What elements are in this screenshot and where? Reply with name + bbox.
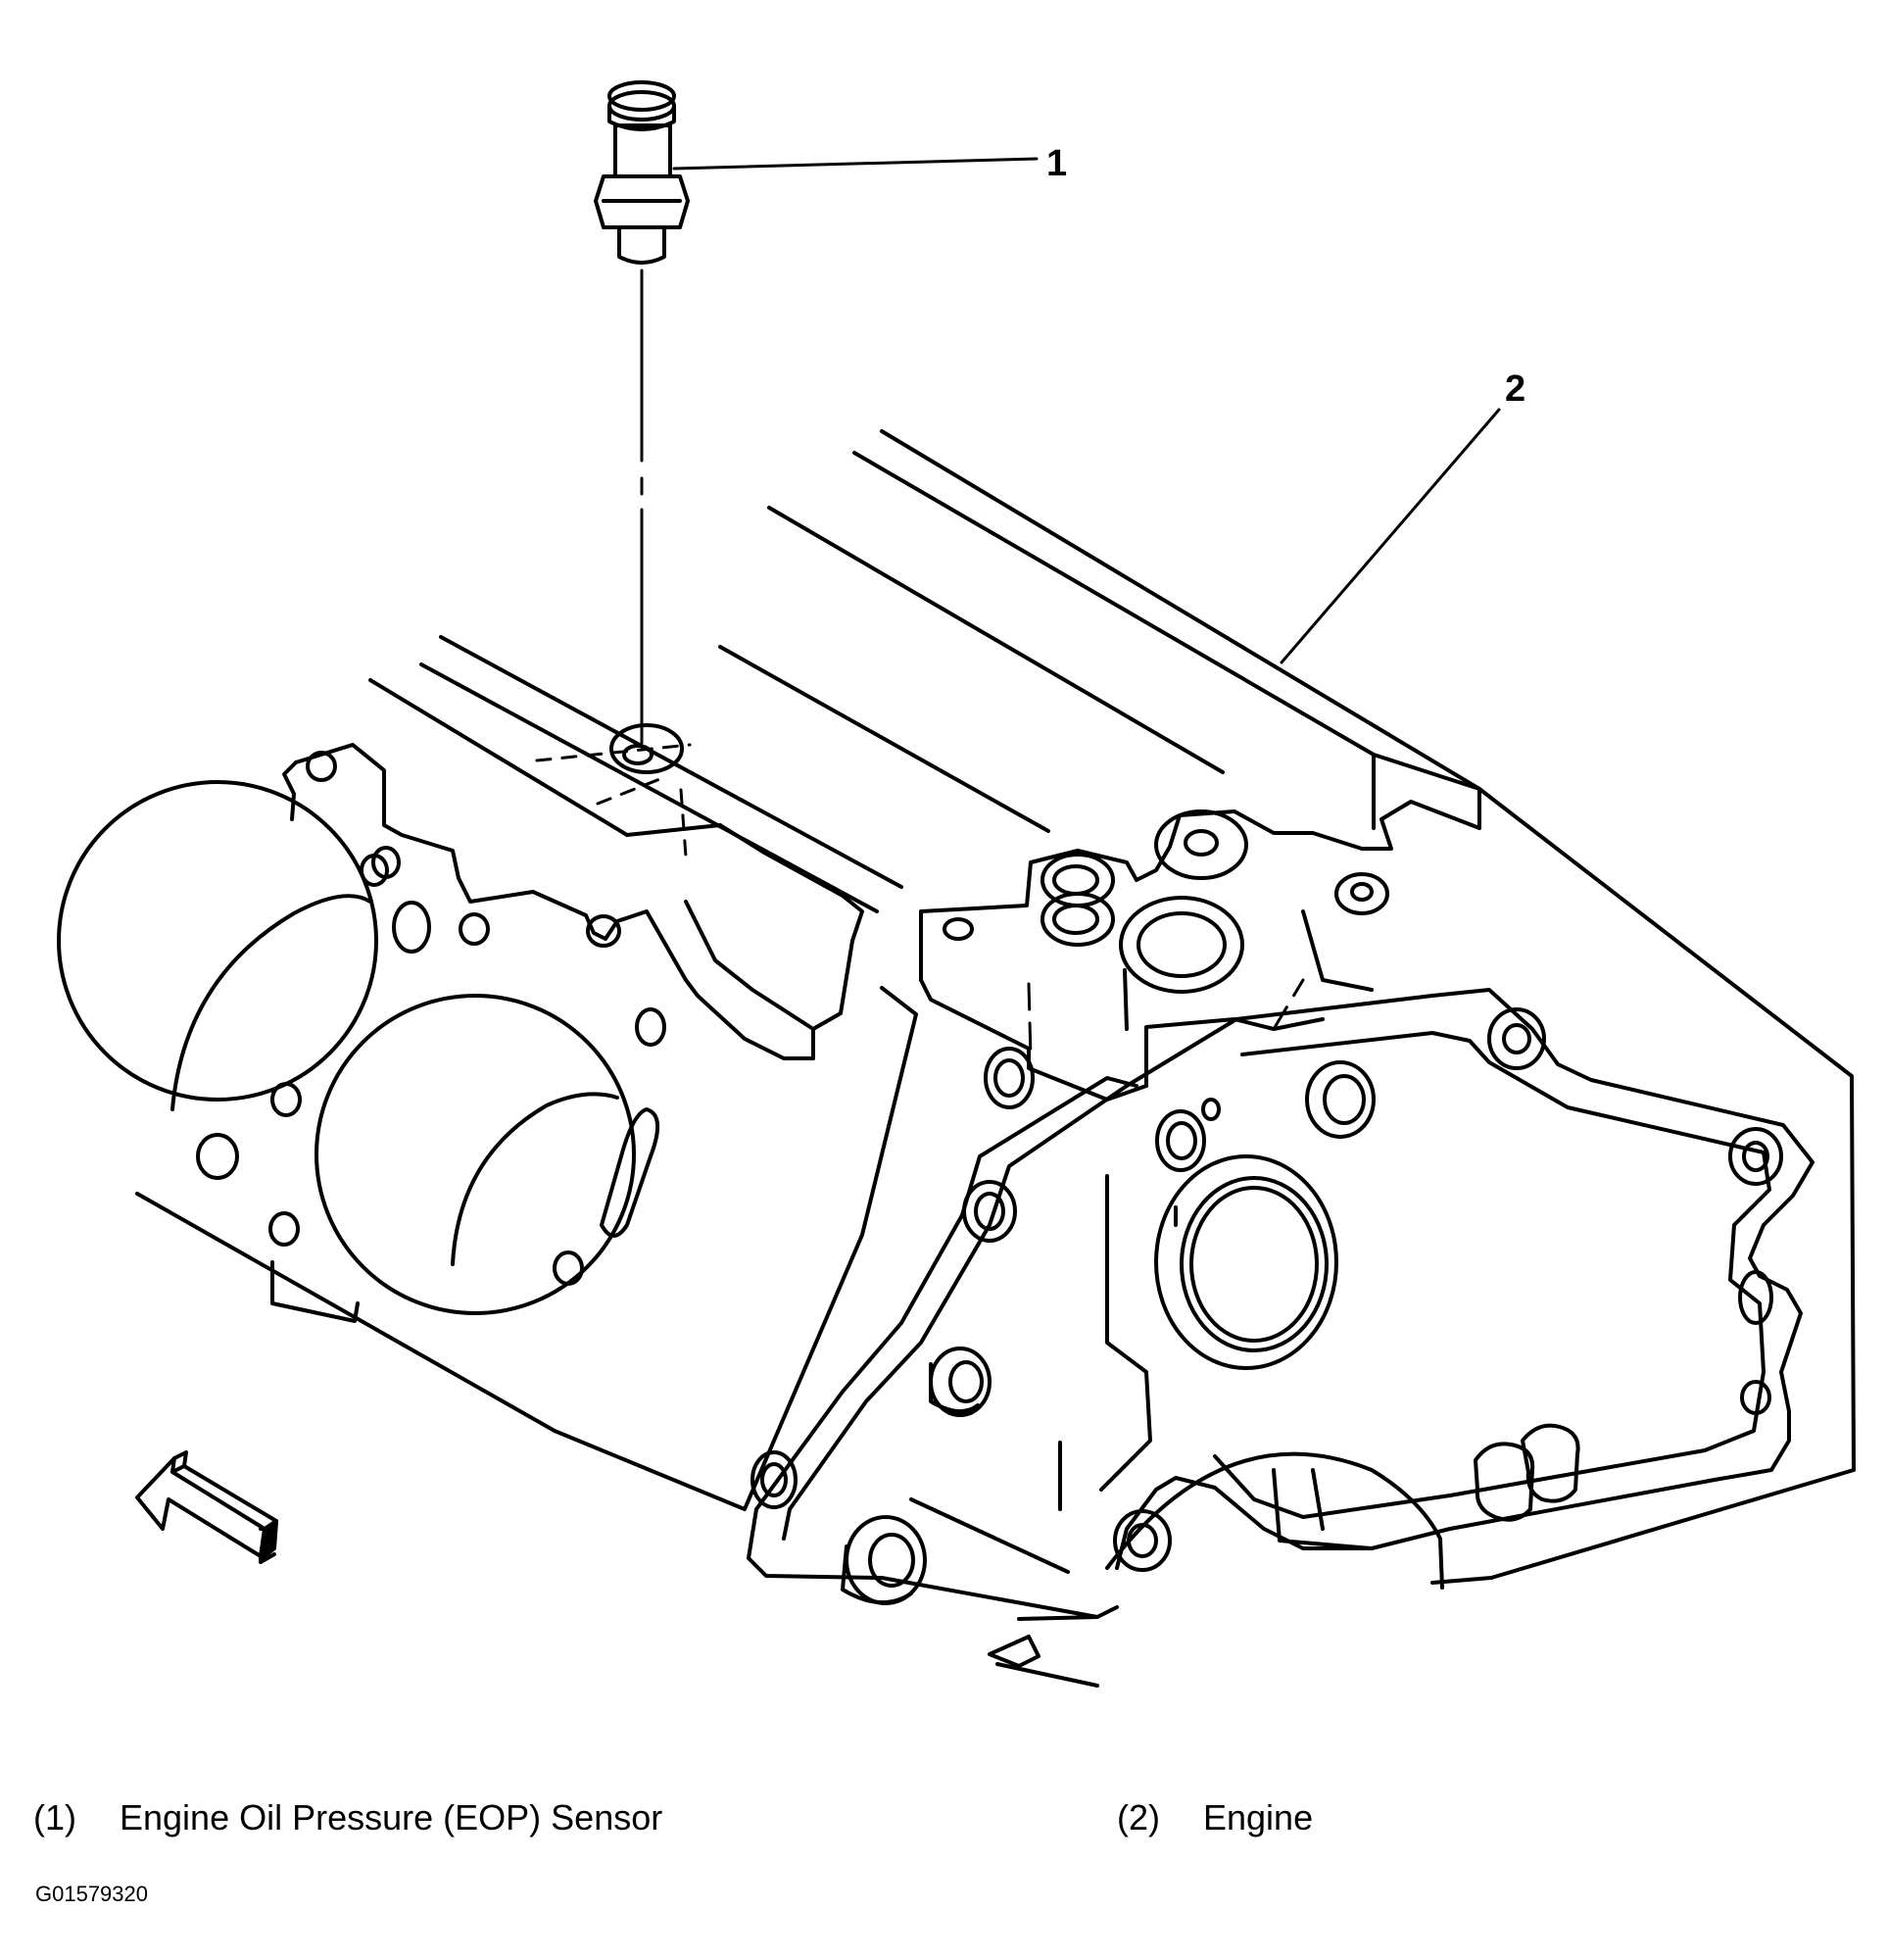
sensor-boss bbox=[535, 723, 692, 858]
engine-block-top bbox=[368, 429, 1856, 1585]
legend-number: (2) bbox=[1117, 1797, 1160, 1838]
front-seal-bore bbox=[1154, 1154, 1338, 1370]
figure-id: G01579320 bbox=[35, 1882, 148, 1906]
eop-sensor bbox=[594, 80, 690, 265]
head-bolt-holes bbox=[196, 751, 666, 1286]
front-face bbox=[747, 800, 1814, 1619]
legend-item-1: (1) Engine Oil Pressure (EOP) Sensor bbox=[33, 1797, 662, 1838]
pan-rail bbox=[909, 1441, 1119, 1688]
leader-line-1 bbox=[672, 157, 1039, 171]
cylinder-bore-2 bbox=[314, 994, 636, 1315]
cylinder-bore-1 bbox=[57, 780, 378, 1111]
legend-number: (1) bbox=[33, 1797, 76, 1838]
callout-2: 2 bbox=[1505, 368, 1526, 410]
legend-label: Engine bbox=[1203, 1797, 1314, 1838]
crank-opening bbox=[1105, 1423, 1580, 1590]
callout-1: 1 bbox=[1046, 143, 1068, 184]
cylinder-deck bbox=[135, 743, 918, 1511]
front-direction-arrow bbox=[135, 1450, 278, 1564]
dowel-bosses bbox=[841, 1060, 1376, 1605]
legend-label: Engine Oil Pressure (EOP) Sensor bbox=[120, 1797, 663, 1838]
leader-line-2 bbox=[1280, 408, 1501, 664]
engine-block-diagram bbox=[57, 80, 1856, 1688]
front-bolt-holes bbox=[750, 1007, 1783, 1572]
legend-item-2: (2) Engine bbox=[1117, 1797, 1313, 1838]
